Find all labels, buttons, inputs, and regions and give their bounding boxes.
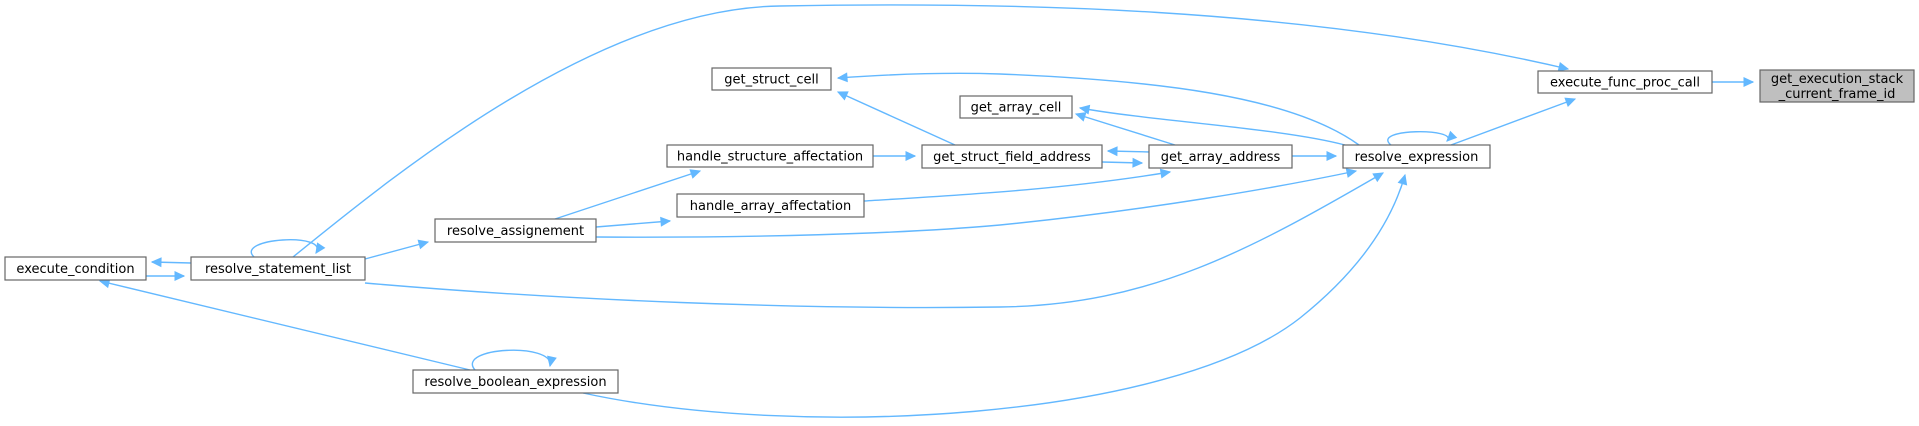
node-box [921, 144, 1103, 169]
edge-resolve_statement_list-to-resolve_assignement [364, 241, 429, 260]
node-label: resolve_expression [1355, 150, 1479, 165]
edge-get_struct_field_address-to-get_struct_cell [837, 91, 956, 146]
edge-resolve_expression-to-get_struct_cell [837, 72, 1360, 146]
node-label: get_array_address [1161, 150, 1281, 165]
node-label: get_execution_stack [1771, 72, 1904, 87]
arrowhead-resolve_statement_list-to-resolve_statement_list [315, 242, 326, 254]
arrowhead-handle_array_affectation-to-get_array_address [1159, 168, 1172, 179]
node-box [1537, 70, 1713, 94]
arrowhead-resolve_expression-to-get_array_cell [1078, 104, 1091, 115]
arrowhead-execute_condition-to-resolve_statement_list [174, 271, 186, 281]
edge-get_array_address-to-get_array_cell [1075, 113, 1176, 146]
node-handle_structure_affectation[interactable]: handle_structure_affectation [666, 144, 874, 168]
node-box [666, 144, 874, 168]
arrowhead-resolve_assignement-to-handle_array_affectation [660, 216, 672, 227]
node-get_array_cell[interactable]: get_array_cell [959, 95, 1073, 119]
node-box [959, 95, 1073, 119]
arrowhead-get_array_address-to-get_struct_field_address [1106, 146, 1118, 157]
node-execute_condition[interactable]: execute_condition [4, 256, 147, 281]
arrowhead-get_struct_field_address-to-get_array_address [1132, 157, 1144, 168]
node-resolve_statement_list[interactable]: resolve_statement_list [190, 256, 366, 281]
node-box [190, 256, 366, 281]
edge-handle_array_affectation-to-get_array_address [863, 171, 1171, 202]
node-label: get_struct_cell [724, 73, 818, 88]
edge-resolve_statement_list-to-resolve_expression [364, 172, 1384, 309]
node-get_array_address[interactable]: get_array_address [1148, 144, 1293, 169]
arrowhead-resolve_expression-to-resolve_expression [1446, 130, 1458, 142]
node-execute_func_proc_call[interactable]: execute_func_proc_call [1537, 70, 1713, 94]
edge-resolve_expression-to-resolve_expression [1387, 131, 1449, 146]
arrowhead-resolve_assignement-to-resolve_expression [1345, 168, 1358, 178]
arrowhead-handle_structure_affectation-to-get_struct_field_address [905, 151, 917, 161]
edge-resolve_statement_list-to-execute_func_proc_call [292, 4, 1569, 258]
edge-resolve_expression-to-get_array_cell [1079, 107, 1346, 146]
arrowhead-resolve_expression-to-get_struct_cell [836, 72, 848, 83]
node-label: resolve_statement_list [205, 262, 351, 277]
node-box [1148, 144, 1293, 169]
edges-layer [98, 4, 1755, 418]
node-box [676, 193, 865, 218]
node-box [1342, 144, 1491, 169]
node-label: resolve_boolean_expression [424, 375, 606, 390]
node-label: execute_condition [16, 262, 134, 277]
arrowhead-resolve_expression-to-execute_func_proc_call [1564, 97, 1577, 107]
node-label: _current_frame_id [1778, 87, 1896, 102]
edge-resolve_boolean_expression-to-resolve_expression [582, 174, 1406, 418]
arrowhead-resolve_statement_list-to-execute_func_proc_call [1557, 61, 1570, 72]
edge-resolve_boolean_expression-to-execute_condition [99, 280, 471, 371]
node-label: execute_func_proc_call [1550, 76, 1700, 91]
node-label: get_struct_field_address [933, 150, 1091, 165]
node-label: get_array_cell [971, 101, 1062, 116]
edge-resolve_boolean_expression-to-resolve_boolean_expression [471, 349, 551, 371]
arrowhead-get_array_address-to-resolve_expression [1326, 151, 1338, 161]
arrowhead-resolve_boolean_expression-to-resolve_expression [1397, 173, 1408, 186]
node-box [434, 218, 597, 243]
edge-resolve_statement_list-to-resolve_statement_list [250, 239, 319, 258]
edge-resolve_assignement-to-handle_array_affectation [595, 220, 671, 228]
arrowhead-get_array_address-to-get_array_cell [1074, 112, 1087, 122]
edge-resolve_assignement-to-resolve_expression [595, 170, 1357, 238]
node-box [1759, 69, 1915, 103]
edge-resolve_assignement-to-handle_structure_affectation [554, 170, 701, 220]
node-resolve_expression[interactable]: resolve_expression [1342, 144, 1491, 169]
node-get_struct_cell[interactable]: get_struct_cell [711, 67, 832, 91]
node-box [412, 369, 619, 394]
node-resolve_assignement[interactable]: resolve_assignement [434, 218, 597, 243]
node-get_execution_stack_current_frame_id[interactable]: get_execution_stack_current_frame_id [1759, 69, 1915, 103]
arrowhead-resolve_statement_list-to-resolve_expression [1372, 172, 1385, 183]
node-resolve_boolean_expression[interactable]: resolve_boolean_expression [412, 369, 619, 394]
node-label: handle_structure_affectation [677, 150, 863, 165]
arrowhead-resolve_assignement-to-handle_structure_affectation [689, 169, 702, 179]
node-box [4, 256, 147, 281]
arrowhead-execute_func_proc_call-to-get_execution_stack_current_frame_id [1743, 77, 1755, 87]
node-label: handle_array_affectation [690, 199, 851, 214]
arrowhead-get_struct_field_address-to-get_struct_cell [836, 91, 849, 101]
arrowhead-resolve_statement_list-to-execute_condition [150, 257, 162, 268]
node-get_struct_field_address[interactable]: get_struct_field_address [921, 144, 1103, 169]
nodes-layer: get_execution_stack_current_frame_idexec… [4, 67, 1915, 394]
node-handle_array_affectation[interactable]: handle_array_affectation [676, 193, 865, 218]
arrowhead-resolve_boolean_expression-to-resolve_boolean_expression [547, 355, 557, 368]
node-label: resolve_assignement [447, 224, 584, 239]
arrowhead-resolve_statement_list-to-resolve_assignement [417, 239, 430, 250]
edge-resolve_expression-to-execute_func_proc_call [1450, 98, 1576, 146]
node-box [711, 67, 832, 91]
